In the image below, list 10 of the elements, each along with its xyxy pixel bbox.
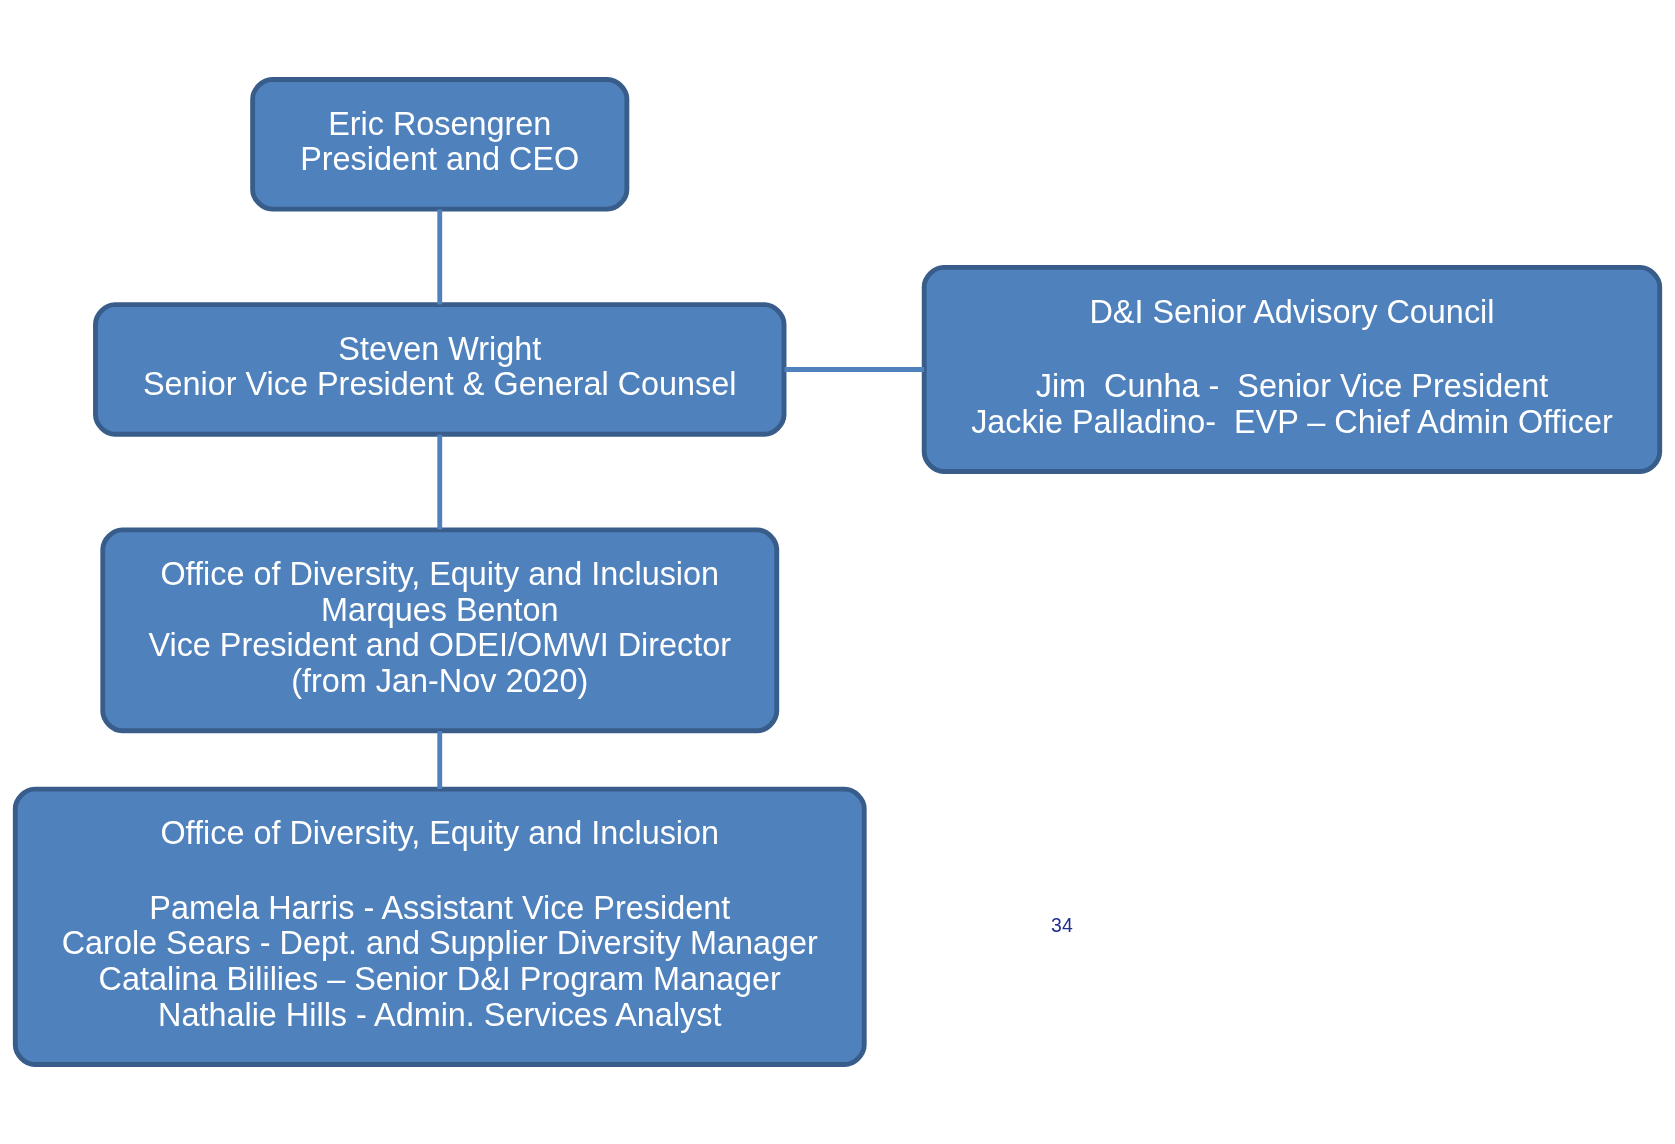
node-box: Office of Diversity, Equity and Inclusion Pamela Harris - Assistant Vice President Carole Sears - Dept. and Supplier Diversity Manager Catalina Bililies – Senior D&I Program Manager Nathalie Hills - Admin. Services Analyst	[12, 786, 867, 1067]
label: 34	[1051, 913, 1073, 936]
connector	[437, 731, 443, 789]
connector	[437, 209, 443, 305]
connector	[784, 367, 925, 372]
node-box: Office of Diversity, Equity and Inclusion Marques Benton Vice President and ODEI/OMWI Director (from Jan-Nov 2020)	[100, 527, 780, 734]
connector	[437, 434, 443, 530]
node-box: Steven Wright Senior Vice President & General Counsel	[93, 302, 787, 437]
node-box: Eric Rosengren President and CEO	[250, 77, 630, 212]
node-box: D&I Senior Advisory Council Jim Cunha - Senior Vice President Jackie Palladino- EVP – Chief Admin Officer	[921, 265, 1663, 474]
